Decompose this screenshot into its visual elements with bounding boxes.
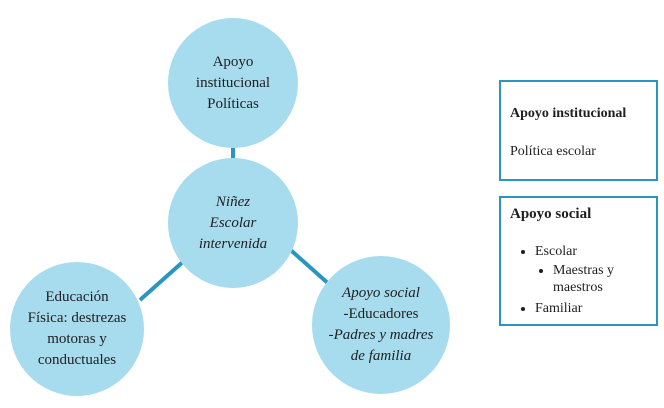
node-top-line-3: Políticas — [207, 95, 259, 112]
node-center-line-1: Niñez — [215, 193, 251, 210]
node-apoyo-institucional: Apoyo institucional Políticas — [168, 18, 298, 148]
legend-social-item-familiar-label: Familiar — [535, 301, 583, 316]
node-top-line-2: institucional — [195, 74, 271, 91]
node-top-line-1: Apoyo — [212, 53, 254, 70]
legend-social-item-escolar-label: Escolar — [535, 244, 577, 259]
node-left-line-4: conductuales — [37, 352, 117, 368]
node-right-line-2: -Educadores — [343, 306, 419, 322]
legend-social-sublist: Maestras y maestros — [535, 262, 656, 299]
legend-institucional-text: Política escolar — [510, 144, 596, 159]
legend-social-item-escolar: Escolar Maestras y maestros — [535, 242, 656, 299]
node-right-line-4: de familia — [350, 348, 412, 364]
node-right-line-3: -Padres y madres — [328, 327, 434, 343]
node-center-line-2: Escolar — [209, 214, 257, 231]
node-left-line-2: Física: destrezas — [27, 310, 127, 326]
legend-social-item-familiar: Familiar — [535, 299, 656, 319]
connector-center-left — [138, 258, 187, 302]
node-educacion-fisica: Educación Física: destrezas motoras y co… — [10, 262, 144, 396]
legend-social-item-maestras-label: Maestras y maestros — [553, 263, 615, 295]
node-center-line-3: intervenida — [198, 235, 268, 252]
node-apoyo-social: Apoyo social -Educadores -Padres y madre… — [312, 256, 450, 394]
legend-social-title: Apoyo social — [510, 206, 592, 222]
legend-institucional-title: Apoyo institucional — [510, 106, 627, 121]
legend-social-list: Escolar Maestras y maestros Familiar — [501, 242, 656, 319]
node-ninez-escolar: Niñez Escolar intervenida — [168, 158, 298, 288]
legend-social-item-maestras: Maestras y maestros — [553, 262, 656, 299]
legend-box-social: Apoyo social Escolar Maestras y maestros… — [499, 196, 658, 326]
legend-box-institucional: Apoyo institucional Política escolar — [499, 80, 658, 181]
node-right-line-1: Apoyo social — [342, 285, 420, 301]
node-left-line-3: motoras y — [47, 331, 107, 347]
node-left-line-1: Educación — [45, 289, 109, 305]
connector-center-right — [283, 243, 332, 287]
